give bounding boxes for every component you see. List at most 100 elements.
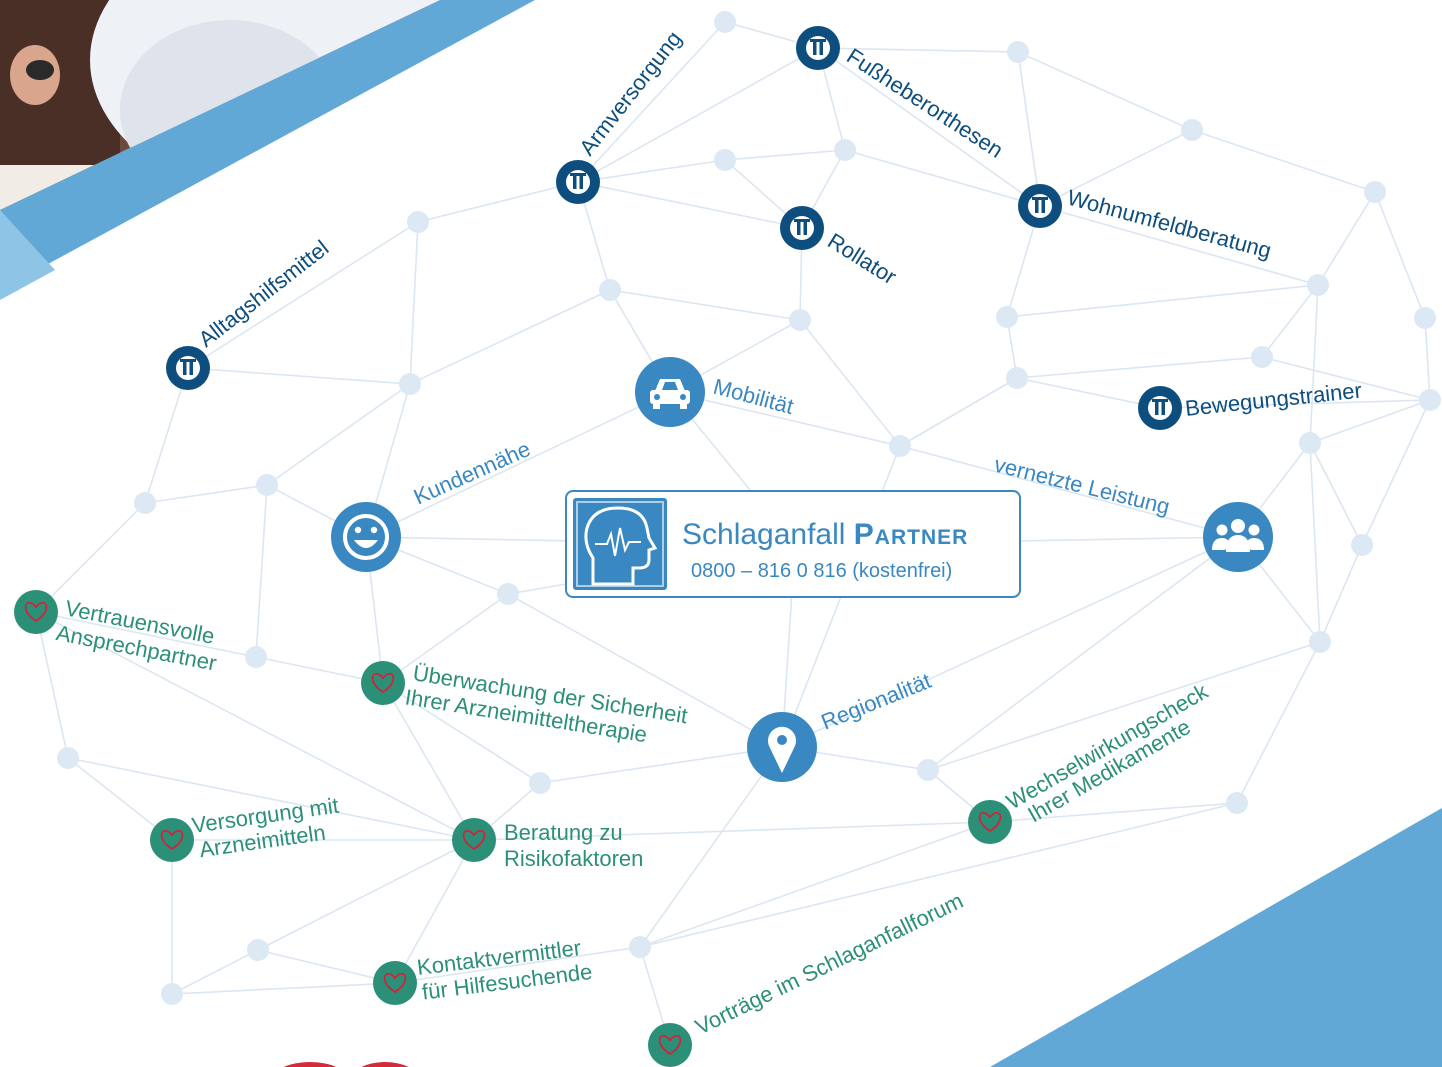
network-edge	[35, 611, 69, 759]
network-edge	[899, 445, 1239, 538]
network-edge	[1309, 284, 1319, 444]
network-edge	[577, 159, 726, 183]
service-label-beratung: Beratung zu Risikofaktoren	[504, 820, 643, 871]
product-node-wohnumfeldberatung	[1018, 184, 1062, 228]
network-junction	[1226, 792, 1248, 814]
network-edge	[394, 946, 641, 984]
network-edge	[1017, 51, 1041, 207]
bottom-right-banner	[990, 808, 1442, 1067]
orthopedic-logo-icon	[566, 170, 590, 194]
heart-icon	[978, 811, 1002, 833]
people-group-icon	[1212, 519, 1264, 552]
network-edge	[1424, 317, 1431, 401]
network-junction	[1006, 367, 1028, 389]
product-label-armversorgung: Armversorgung	[574, 26, 686, 160]
network-edge	[382, 593, 509, 684]
service-node-ueberwachung	[361, 661, 405, 705]
network-junction	[996, 306, 1018, 328]
network-edge	[639, 746, 783, 948]
network-junction	[917, 759, 939, 781]
network-junction	[247, 939, 269, 961]
service-label-wechsel-line1: Wechselwirkungscheck	[1002, 678, 1213, 814]
brand-partner: Partner	[853, 518, 969, 551]
network-junction	[1351, 534, 1373, 556]
network-edge	[609, 289, 801, 321]
network-junction	[399, 373, 421, 395]
network-junction	[714, 11, 736, 33]
service-label-vertrauen: Vertrauensvolle Ansprechpartner	[54, 595, 218, 675]
service-label-beratung-line1: Beratung zu	[504, 820, 623, 845]
product-label-bewegungstrainer: Bewegungstrainer	[1184, 378, 1363, 421]
service-node-versorgung	[150, 818, 194, 862]
network-edge	[927, 641, 1321, 771]
network-junction	[134, 492, 156, 514]
network-edge	[67, 757, 475, 841]
network-edge	[1309, 442, 1363, 546]
network-edge	[781, 536, 1239, 748]
network-junction	[629, 936, 651, 958]
network-edge	[1261, 356, 1431, 401]
network-edge	[382, 682, 541, 784]
network-edge	[639, 821, 991, 948]
network-edge	[1317, 191, 1376, 286]
hub-mobilitaet	[635, 357, 705, 427]
network-edge	[1017, 51, 1193, 131]
network-junction	[714, 149, 736, 171]
network-edge	[577, 181, 803, 229]
network-edge	[67, 757, 173, 841]
network-junction	[889, 435, 911, 457]
service-label-versorgung: Versorgung mit Arzneimitteln	[190, 793, 340, 863]
network-junctions	[57, 11, 1441, 1005]
network-junction	[599, 279, 621, 301]
heart-icon	[462, 829, 486, 851]
head-profile-icon	[573, 498, 667, 590]
network-edge	[255, 484, 268, 658]
network-edge	[35, 502, 146, 613]
brand-main: Schlaganfall	[682, 518, 846, 551]
network-edge	[35, 611, 257, 658]
heart-icon	[160, 829, 184, 851]
network-edge	[817, 47, 1041, 207]
network-junction	[1414, 307, 1436, 329]
logo-fragment-left	[283, 1062, 337, 1067]
network-edge	[724, 149, 846, 161]
hub-label-regionalitaet: Regionalität	[818, 668, 935, 735]
network-edge	[799, 319, 901, 447]
network-edge	[187, 221, 419, 369]
service-node-vortraege	[648, 1023, 692, 1067]
network-edge	[1361, 399, 1431, 546]
product-node-bewegungstrainer	[1138, 386, 1182, 430]
car-icon	[650, 379, 690, 409]
network-edge	[1016, 356, 1263, 379]
heart-icon	[658, 1034, 682, 1056]
service-label-beratung-line2: Risikofaktoren	[504, 846, 643, 871]
service-node-beratung	[452, 818, 496, 862]
product-node-fussheberorthesen	[796, 26, 840, 70]
network-edge	[409, 221, 419, 385]
service-node-vertrauen	[14, 590, 58, 634]
network-edge	[1039, 205, 1319, 286]
network-edge	[899, 377, 1018, 447]
hotline-number: 0800 – 816 0 816 (kostenfrei)	[691, 560, 953, 582]
network-edge	[266, 383, 411, 486]
schlaganfall-partner-card: Schlaganfall Partner 0800 – 816 0 816 (k…	[565, 490, 1021, 598]
network-junction	[529, 772, 551, 794]
product-node-alltagshilfsmittel	[166, 346, 210, 390]
network-edge	[257, 949, 396, 984]
smiley-icon	[343, 514, 389, 560]
network-junction	[245, 646, 267, 668]
network-edge	[507, 593, 783, 748]
network-edge	[144, 484, 268, 504]
network-edge	[639, 802, 1238, 948]
service-label-vortraege: Vorträge im Schlaganfallforum	[691, 888, 967, 1040]
orthopedic-logo-icon	[806, 36, 830, 60]
network-edge	[577, 21, 726, 183]
hub-regionalitaet	[747, 712, 817, 782]
network-junction	[256, 474, 278, 496]
network-edge	[1016, 377, 1161, 409]
network-edge	[1159, 399, 1431, 409]
orthopedic-logo-icon	[1148, 396, 1172, 420]
heart-icon	[24, 601, 48, 623]
